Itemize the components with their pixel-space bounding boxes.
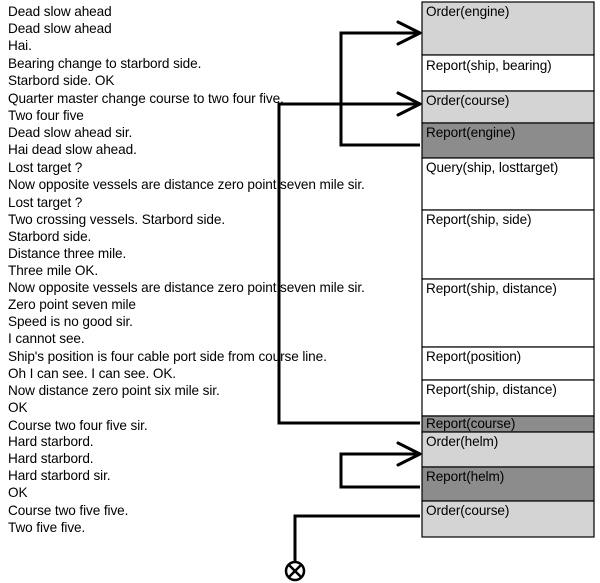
arrowheads — [396, 20, 422, 467]
utterance-line: Dead slow ahead — [8, 4, 112, 19]
intent-label: Report(helm) — [426, 469, 505, 484]
utterance-line: OK — [8, 485, 28, 500]
utterance-line: Hai. — [8, 38, 32, 53]
intent-label: Order(engine) — [426, 4, 510, 19]
connector-exit — [293, 514, 420, 562]
utterance-line: Dead slow ahead sir. — [8, 125, 133, 140]
utterance-line: Starbord side. OK — [8, 73, 115, 88]
utterance-line: I cannot see. — [8, 331, 85, 346]
utterance-line: Zero point seven mile — [8, 297, 136, 312]
intent-label: Order(course) — [426, 93, 510, 108]
connector-engine-loop — [339, 31, 420, 147]
utterance-line: Three mile OK. — [8, 263, 99, 278]
connector-helm-loop — [339, 452, 420, 489]
utterance-line: Two crossing vessels. Starbord side. — [8, 212, 226, 227]
utterance-line: Dead slow ahead — [8, 21, 112, 36]
block-order-helm — [421, 431, 595, 468]
utterance-line: Now opposite vessels are distance zero p… — [8, 177, 365, 192]
intent-label: Report(course) — [426, 416, 516, 431]
utterance-line: Starbord side. — [8, 229, 92, 244]
intent-blocks — [421, 1, 595, 538]
intent-label: Query(ship, losttarget) — [426, 160, 559, 175]
utterance-line: Distance three mile. — [8, 246, 127, 261]
block-report-engine — [421, 122, 595, 159]
intent-label: Report(ship, distance) — [426, 382, 557, 397]
utterance-line: Oh I can see. I can see. OK. — [8, 366, 176, 381]
block-order-engine — [421, 1, 595, 56]
utterance-line: Ship's position is four cable port side … — [8, 349, 327, 364]
utterance-line: Hard starbord. — [8, 434, 94, 449]
connector-course-loop — [277, 102, 420, 425]
intent-label: Order(helm) — [426, 434, 499, 449]
intent-label: Report(ship, side) — [426, 212, 532, 227]
utterance-line: Hard starbord. — [8, 451, 94, 466]
utterance-line: Now opposite vessels are distance zero p… — [8, 280, 365, 295]
utterance-line: Hard starbord sir. — [8, 468, 111, 483]
block-report-ship-side — [421, 209, 595, 280]
utterance-line: Hai dead slow ahead. — [8, 142, 137, 157]
arrow-head-icon — [396, 441, 422, 467]
terminal-cross-circle-icon — [284, 560, 306, 582]
utterance-line: Bearing change to starbord side. — [8, 56, 202, 71]
arrow-head-icon — [396, 20, 422, 46]
utterance-line: Two five five. — [8, 520, 86, 535]
block-report-ship-bearing — [421, 54, 595, 92]
arrow-head-icon — [396, 91, 422, 117]
utterance-line: Speed is no good sir. — [8, 314, 133, 329]
utterance-line: Course two four five sir. — [8, 418, 148, 433]
block-report-position — [421, 346, 595, 381]
intent-label: Report(engine) — [426, 125, 516, 140]
utterance-line: Lost target ? — [8, 160, 83, 175]
block-order-course-2 — [421, 500, 595, 538]
utterance-line: Two four five — [8, 108, 84, 123]
utterance-line: Lost target ? — [8, 195, 83, 210]
intent-label: Report(ship, bearing) — [426, 58, 552, 73]
intent-label: Report(position) — [426, 349, 522, 364]
utterance-line: Quarter master change course to two four… — [8, 91, 284, 106]
flow-connectors — [277, 31, 420, 562]
intent-label: Report(ship, distance) — [426, 281, 557, 296]
utterance-line: Course two five five. — [8, 503, 129, 518]
utterance-line: OK — [8, 400, 28, 415]
utterance-line: Now distance zero point six mile sir. — [8, 383, 220, 398]
intent-label: Order(course) — [426, 503, 510, 518]
